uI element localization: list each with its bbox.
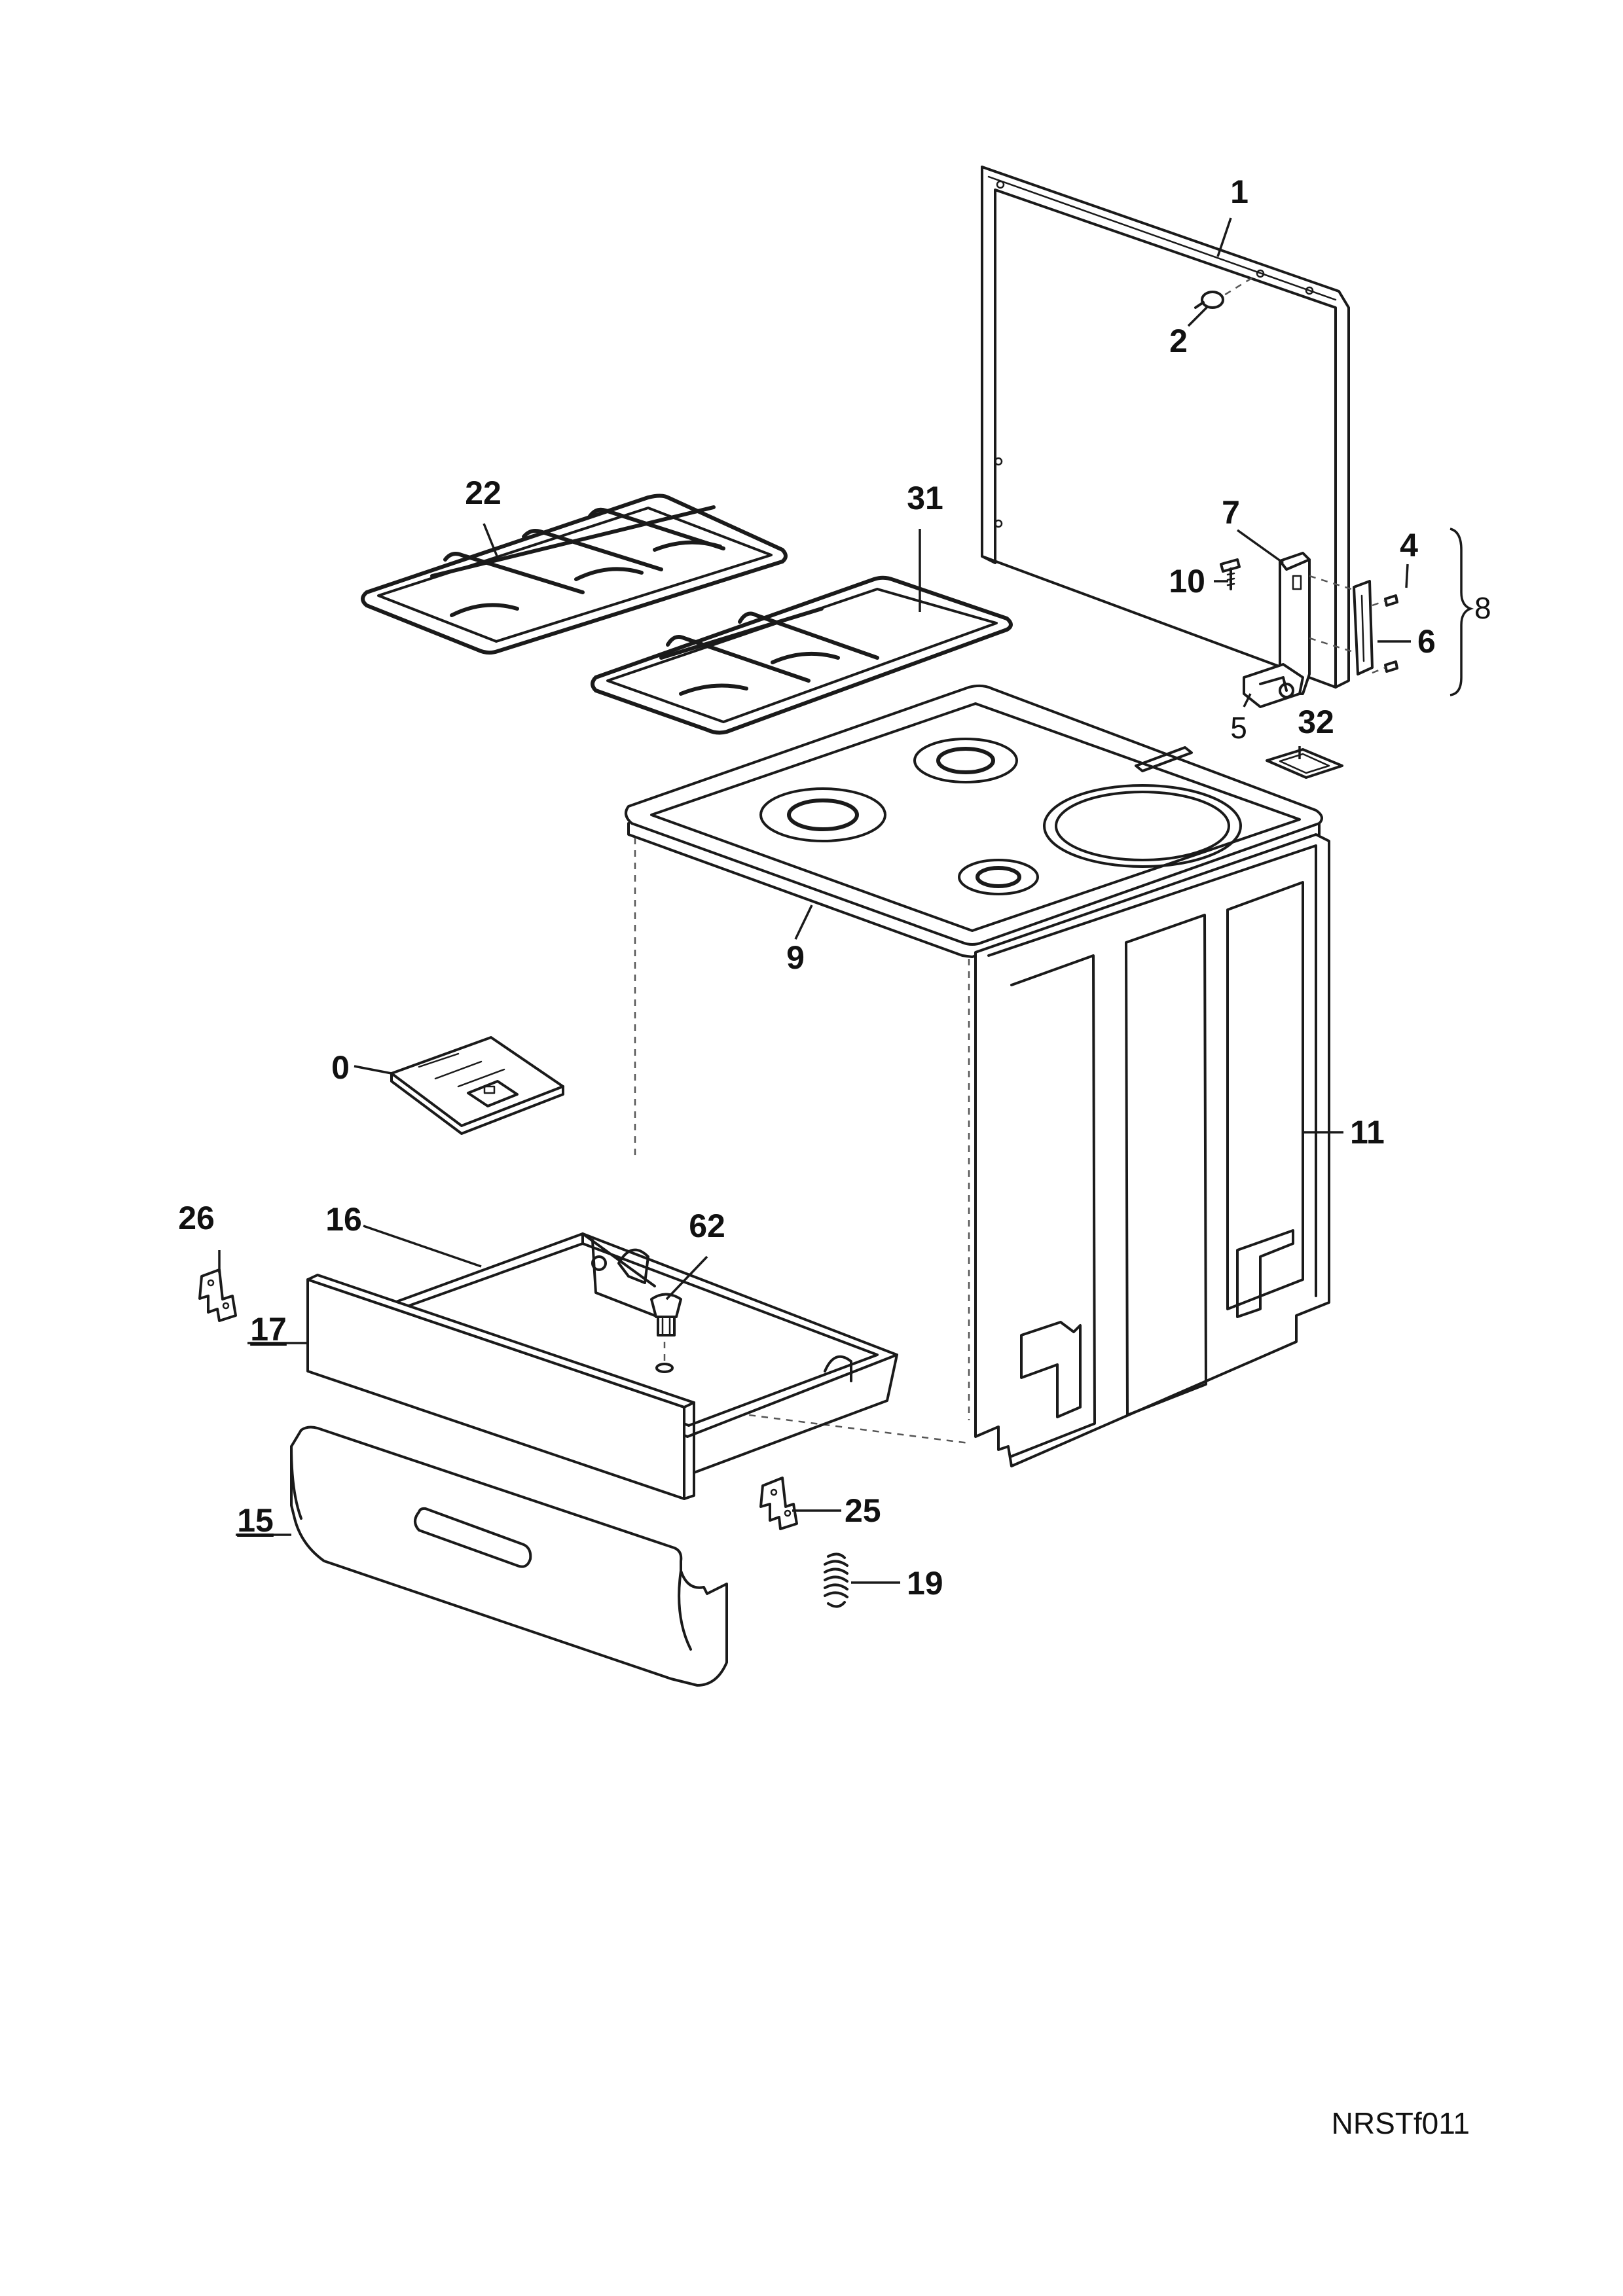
callout-label: 7 bbox=[1222, 494, 1240, 531]
callout-label: 22 bbox=[465, 475, 501, 511]
callout-label: 11 bbox=[1350, 1114, 1385, 1151]
hob-top-part bbox=[625, 684, 1323, 958]
leader-lines bbox=[218, 217, 1474, 1584]
callout-label: 2 bbox=[1169, 323, 1188, 359]
hinge-bolts-part bbox=[1372, 594, 1398, 674]
callout-labels: 1 2 22 31 7 4 10 6 8 5 32 9 0 11 26 16 6… bbox=[178, 173, 1491, 1602]
callout-label: 15 bbox=[237, 1502, 274, 1539]
drawer-front-panel-part bbox=[306, 1274, 695, 1500]
drawing-code: NRSTf011 bbox=[1332, 2106, 1470, 2140]
pan-support-right-part bbox=[591, 575, 1013, 735]
callout-label: 31 bbox=[907, 480, 943, 516]
callout-label: 25 bbox=[845, 1492, 881, 1529]
hinge-screw-part bbox=[1220, 558, 1241, 590]
callout-label: 32 bbox=[1298, 704, 1334, 740]
callout-label: 4 bbox=[1400, 527, 1418, 564]
pan-support-left-part bbox=[361, 493, 788, 655]
callout-label: 5 bbox=[1230, 711, 1247, 745]
drawer-spring-part bbox=[824, 1552, 848, 1608]
hinge-assembly-part bbox=[1243, 552, 1362, 708]
back-panel-screw-part bbox=[1194, 291, 1224, 309]
instruction-booklet-part bbox=[390, 1036, 564, 1135]
callout-label: 6 bbox=[1417, 623, 1436, 660]
side-panel-part bbox=[974, 833, 1330, 1467]
runner-bracket-left-part bbox=[198, 1268, 237, 1322]
back-panel-part bbox=[981, 166, 1350, 689]
callout-label: 17 bbox=[250, 1311, 287, 1348]
drawer-fascia-part bbox=[290, 1426, 728, 1687]
callout-label: 16 bbox=[325, 1201, 362, 1238]
callout-label: 62 bbox=[689, 1208, 725, 1244]
callout-label: 10 bbox=[1169, 563, 1205, 600]
callout-label: 8 bbox=[1474, 591, 1491, 625]
runner-bracket-right-part bbox=[759, 1477, 798, 1530]
callout-label: 9 bbox=[786, 939, 805, 976]
callout-label: 26 bbox=[178, 1200, 215, 1236]
callout-label: 0 bbox=[331, 1049, 350, 1086]
callout-label: 19 bbox=[907, 1565, 943, 1602]
callout-label: 1 bbox=[1230, 173, 1249, 210]
cabinet-body-part bbox=[634, 838, 970, 1444]
control-insert-part bbox=[1266, 748, 1343, 779]
hinge-cover-plate-part bbox=[1353, 580, 1374, 675]
